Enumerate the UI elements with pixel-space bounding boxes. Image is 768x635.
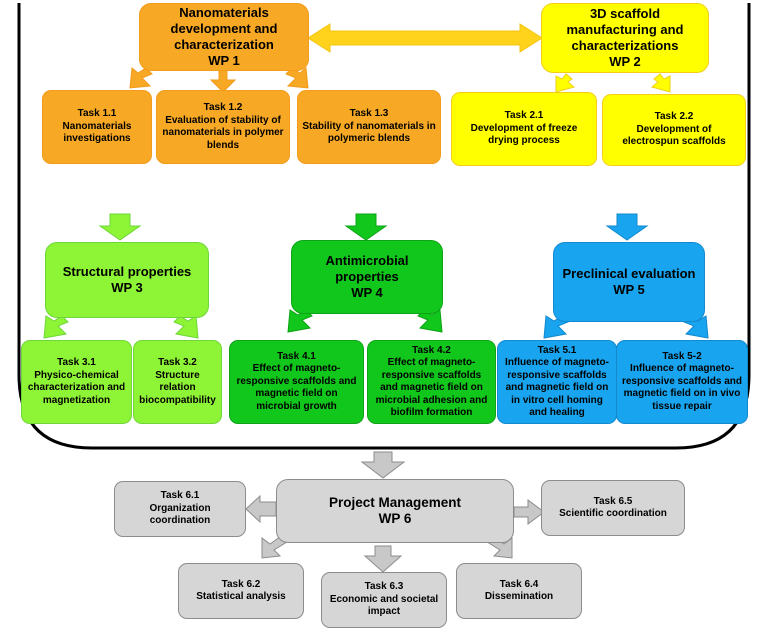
wp6-title: Project Management — [328, 495, 462, 510]
wp4-title: Antimicrobial properties — [325, 253, 409, 284]
task-6-5-id: Task 6.5 — [593, 495, 633, 507]
wp4-code: WP 4 — [351, 285, 383, 300]
arrow-to-wp4 — [344, 213, 388, 241]
wp3-box[interactable]: Structural properties WP 3 — [45, 242, 209, 318]
wp1-to-task-arrows — [129, 67, 309, 93]
wp1-title: Nanomaterials development and characteri… — [170, 5, 278, 52]
task-4-1-text: Effect of magneto-responsive scaffolds a… — [236, 363, 357, 412]
wp2-code: WP 2 — [609, 54, 641, 69]
task-5-1-text: Influence of magneto-responsive scaffold… — [505, 357, 609, 418]
task-1-3-box[interactable]: Task 1.3 Stability of nanomaterials in p… — [297, 90, 441, 164]
task-6-5-box[interactable]: Task 6.5 Scientific coordination — [541, 480, 685, 536]
task-3-1-text: Physico-chemical characterization and ma… — [27, 369, 126, 406]
task-1-2-id: Task 1.2 — [203, 102, 243, 113]
task-6-5-text: Scientific coordination — [559, 508, 667, 519]
task-6-3-id: Task 6.3 — [364, 581, 404, 593]
arrow-to-wp5 — [605, 213, 649, 241]
wp3-code: WP 3 — [111, 280, 143, 295]
task-1-2-box[interactable]: Task 1.2 Evaluation of stability of nano… — [156, 90, 290, 164]
wp4-to-task-arrows — [287, 309, 443, 333]
task-1-2-text: Evaluation of stability of nanomaterials… — [162, 114, 284, 151]
wp5-title: Preclinical evaluation — [562, 266, 696, 281]
task-2-1-id: Task 2.1 — [504, 110, 544, 122]
task-6-4-id: Task 6.4 — [499, 578, 539, 590]
wp1-code: WP 1 — [208, 53, 240, 68]
task-1-1-id: Task 1.1 — [77, 108, 117, 120]
arrow-to-wp3 — [98, 213, 142, 241]
task-6-2-box[interactable]: Task 6.2 Statistical analysis — [178, 563, 304, 619]
task-2-1-box[interactable]: Task 2.1 Development of freeze drying pr… — [451, 92, 597, 166]
wp6-code: WP 6 — [378, 511, 412, 526]
task-6-2-id: Task 6.2 — [221, 578, 261, 590]
wp6-box[interactable]: Project Management WP 6 — [276, 479, 514, 543]
task-5-2-text: Influence of magneto-responsive scaffold… — [621, 363, 743, 412]
task-3-1-box[interactable]: Task 3.1 Physico-chemical characterizati… — [21, 340, 132, 424]
task-6-4-text: Dissemination — [484, 591, 554, 602]
task-6-1-id: Task 6.1 — [160, 490, 200, 502]
task-6-4-box[interactable]: Task 6.4 Dissemination — [456, 563, 582, 619]
task-6-3-text: Economic and societal impact — [329, 593, 439, 618]
wp2-box[interactable]: 3D scaffold manufacturing and characteri… — [541, 3, 709, 73]
wp1-wp2-double-arrow — [307, 23, 543, 53]
task-2-2-text: Development of electrospun scaffolds — [622, 123, 726, 148]
task-4-2-id: Task 4.2 — [412, 344, 451, 356]
arrow-to-wp6 — [360, 451, 406, 479]
task-1-3-id: Task 1.3 — [349, 108, 389, 120]
task-3-1-id: Task 3.1 — [57, 357, 96, 368]
task-3-2-id: Task 3.2 — [158, 357, 197, 368]
task-5-1-id: Task 5.1 — [537, 344, 577, 356]
task-2-2-id: Task 2.2 — [654, 111, 694, 123]
wp2-to-task-arrows — [555, 73, 671, 93]
wp1-box[interactable]: Nanomaterials development and characteri… — [139, 3, 309, 71]
wp2-title: 3D scaffold manufacturing and characteri… — [566, 6, 684, 53]
task-1-1-box[interactable]: Task 1.1 Nanomaterials investigations — [42, 90, 152, 164]
arrow-to-task-6-5 — [513, 499, 545, 525]
task-5-2-box[interactable]: Task 5-2 Influence of magneto-responsive… — [616, 340, 748, 424]
task-5-2-id: Task 5-2 — [662, 350, 702, 362]
task-6-1-box[interactable]: Task 6.1 Organization coordination — [114, 481, 246, 537]
task-3-2-box[interactable]: Task 3.2 Structure relation biocompatibi… — [133, 340, 222, 424]
task-1-1-text: Nanomaterials investigations — [62, 120, 132, 145]
task-4-2-box[interactable]: Task 4.2 Effect of magneto-responsive sc… — [367, 340, 496, 424]
task-2-1-text: Development of freeze drying process — [470, 122, 578, 147]
task-2-2-box[interactable]: Task 2.2 Development of electrospun scaf… — [602, 94, 746, 166]
task-6-1-text: Organization coordination — [149, 502, 211, 527]
wp3-to-task-arrows — [43, 315, 199, 339]
task-5-1-box[interactable]: Task 5.1 Influence of magneto-responsive… — [497, 340, 617, 424]
wp4-box[interactable]: Antimicrobial properties WP 4 — [291, 240, 443, 314]
task-3-2-text: Structure relation biocompatibility — [139, 369, 216, 406]
task-6-3-box[interactable]: Task 6.3 Economic and societal impact — [321, 572, 447, 628]
task-6-2-text: Statistical analysis — [196, 591, 286, 602]
arrow-to-task-6-1 — [245, 494, 277, 524]
task-4-1-id: Task 4.1 — [277, 350, 316, 362]
arrow-to-task-6-3 — [363, 545, 403, 573]
task-4-1-box[interactable]: Task 4.1 Effect of magneto-responsive sc… — [229, 340, 364, 424]
task-1-3-text: Stability of nanomaterials in polymeric … — [302, 120, 436, 145]
wp5-box[interactable]: Preclinical evaluation WP 5 — [553, 242, 705, 322]
wp5-code: WP 5 — [613, 282, 645, 297]
task-4-2-text: Effect of magneto-responsive scaffolds a… — [375, 357, 488, 418]
wp3-title: Structural properties — [62, 264, 192, 279]
